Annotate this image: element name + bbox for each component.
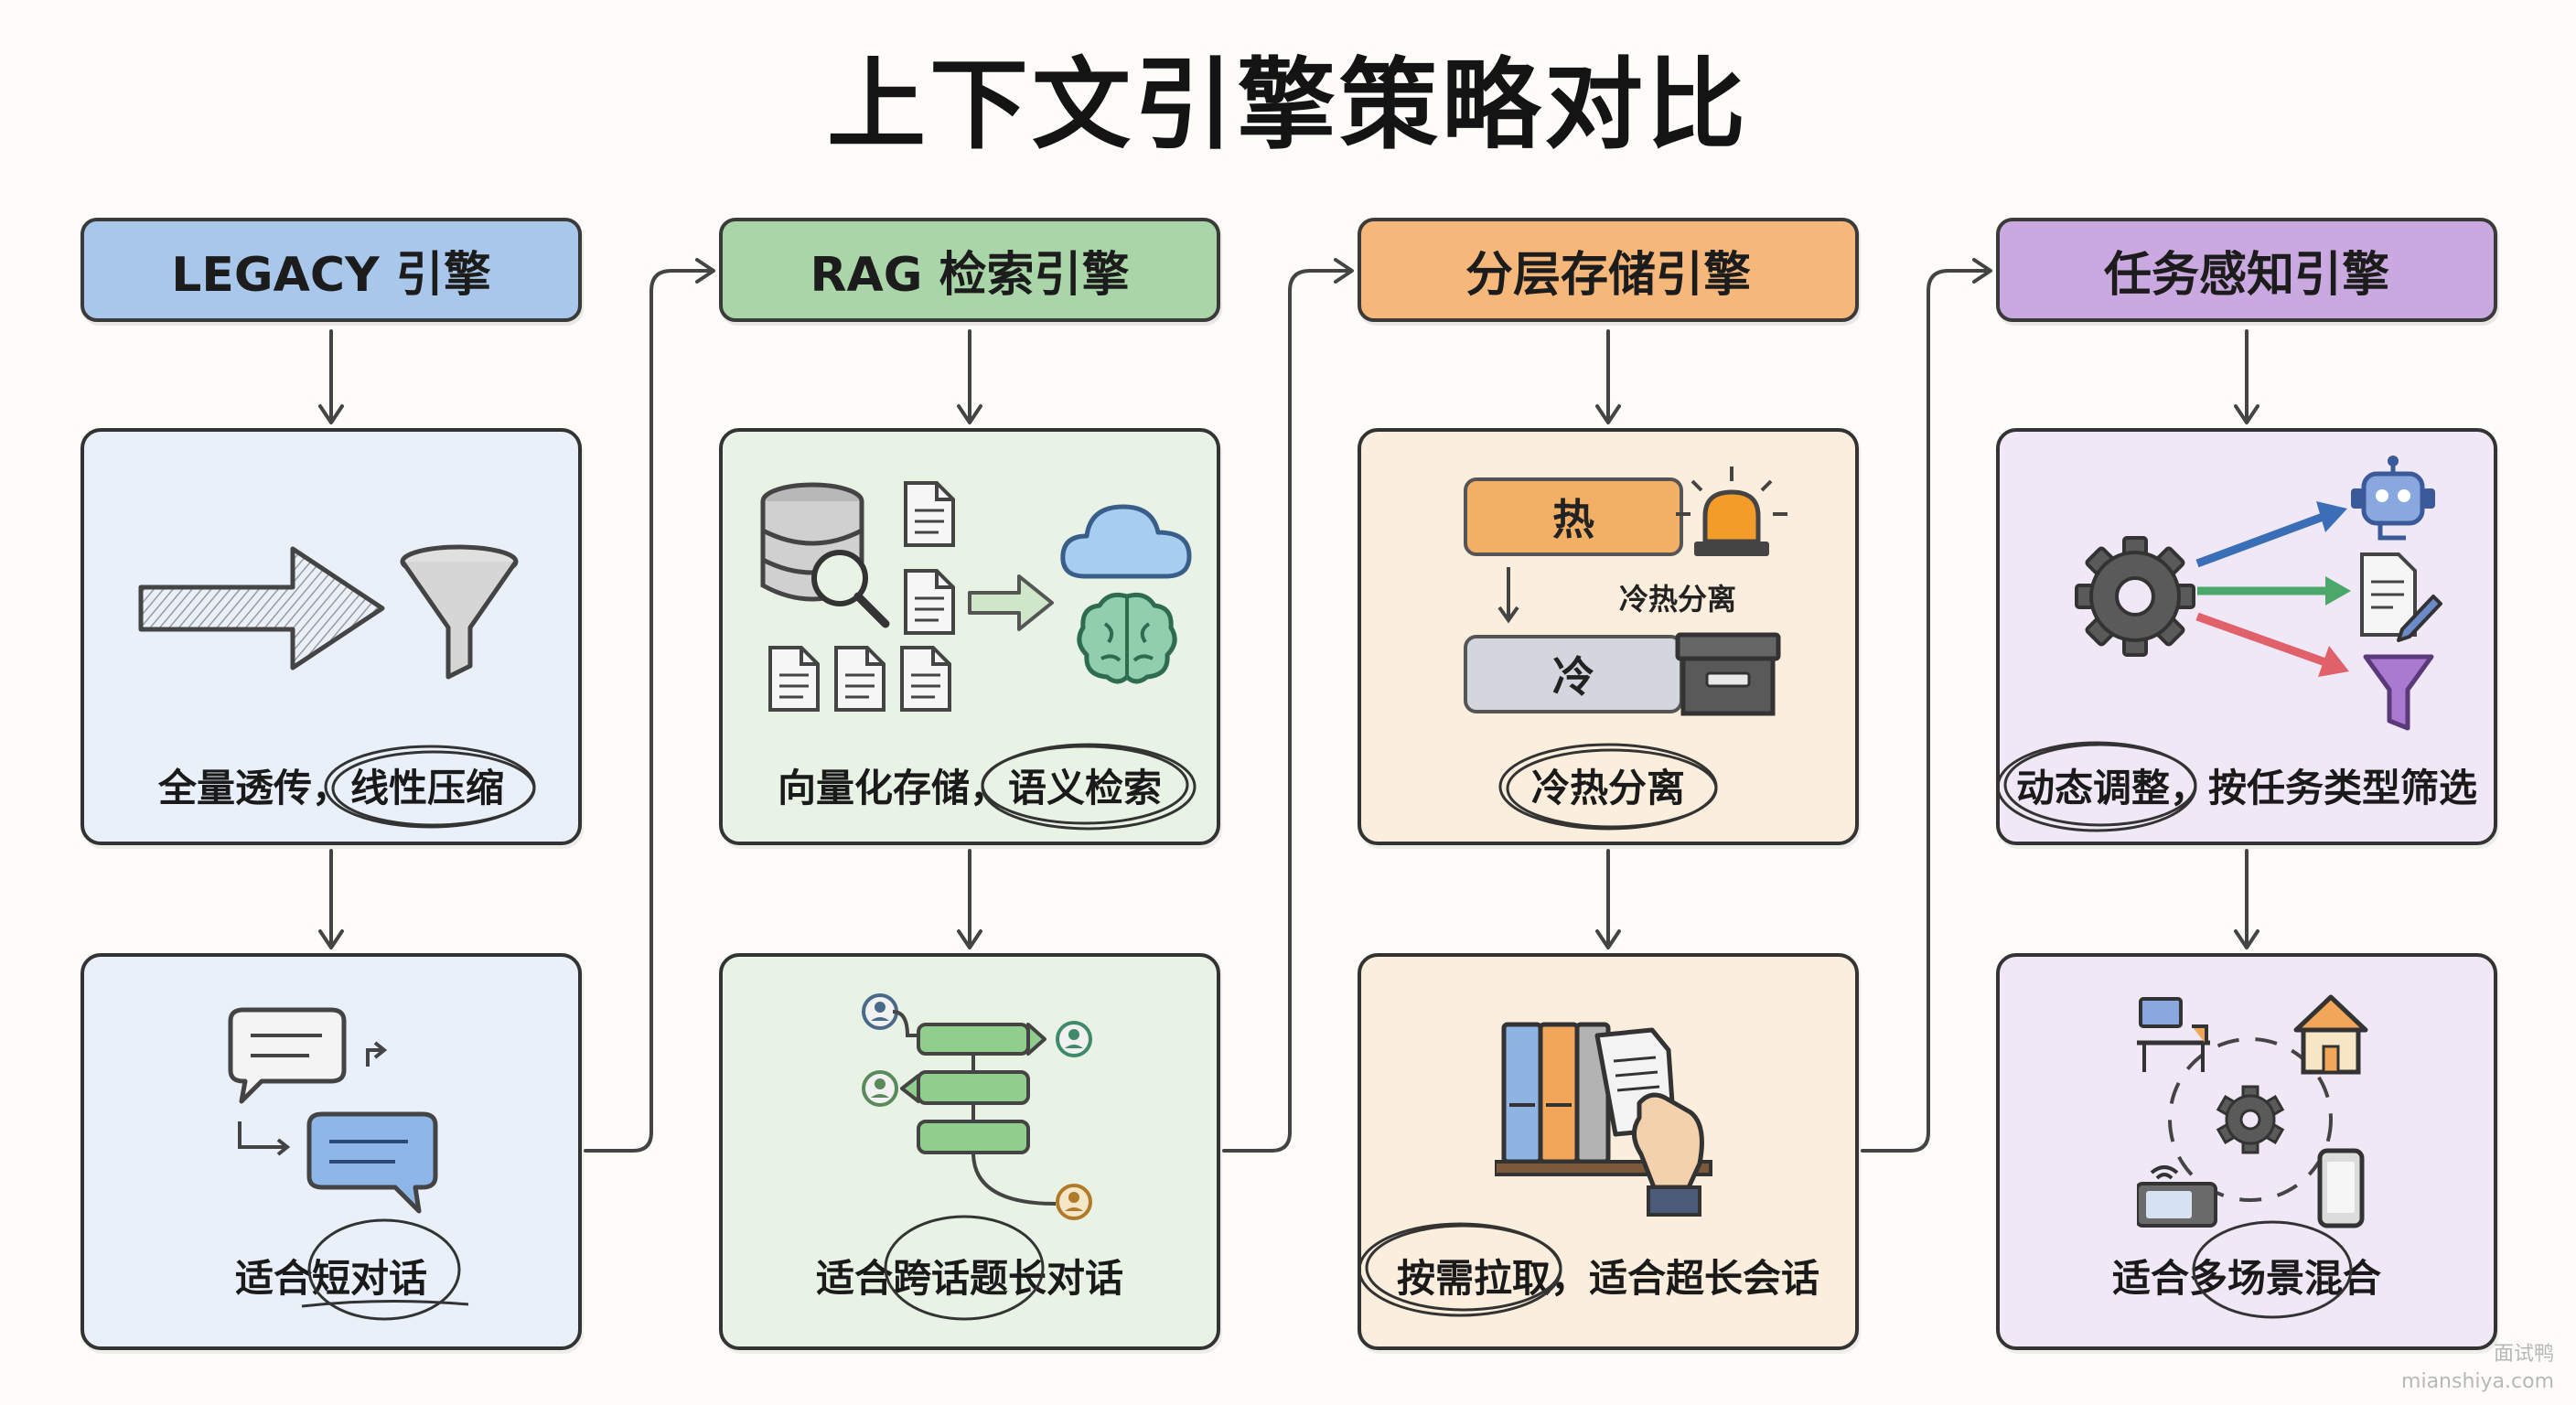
gear-icon bbox=[2075, 536, 2195, 657]
panel-rag-method: 向量化存储，语义检索 bbox=[719, 428, 1220, 845]
cold-tier: 冷 bbox=[1464, 635, 1683, 713]
funnel-icon bbox=[400, 544, 519, 680]
usecase-caption-legacy: 适合短对话 bbox=[234, 1256, 427, 1301]
usecase-caption-rag: 适合跨话题长对话 bbox=[815, 1256, 1123, 1301]
document-icon bbox=[768, 646, 820, 712]
hot-tier-label: 热 bbox=[1552, 495, 1594, 544]
header-task-label: 任务感知引擎 bbox=[2103, 247, 2389, 303]
watermark-line2: mianshiya.com bbox=[2401, 1370, 2554, 1393]
database-search-icon bbox=[760, 482, 890, 628]
document-icon bbox=[904, 481, 955, 547]
document-icon bbox=[904, 569, 955, 635]
panel-legacy-method: 全量透传，线性压缩 bbox=[80, 428, 582, 845]
header-legacy: LEGACY 引擎 bbox=[80, 218, 582, 322]
method-caption-legacy: 全量透传，线性压缩 bbox=[157, 766, 504, 810]
chat-bubbles-icon bbox=[228, 1007, 438, 1214]
topic-flow-icon bbox=[862, 993, 1092, 1220]
method-caption-task: 动态调整，按任务类型筛选 bbox=[2015, 766, 2477, 810]
document-icon bbox=[900, 646, 951, 712]
document-icon bbox=[834, 646, 886, 712]
multi-scene-icon bbox=[2137, 994, 2368, 1228]
panel-rag-usecase: 适合跨话题长对话 bbox=[719, 953, 1220, 1350]
watermark-line1: 面试鸭 bbox=[2493, 1343, 2554, 1366]
cold-tier-label: 冷 bbox=[1552, 652, 1594, 702]
header-rag-label: RAG 检索引擎 bbox=[810, 247, 1130, 303]
routing-arrows-icon bbox=[2195, 501, 2351, 677]
header-rag: RAG 检索引擎 bbox=[719, 218, 1220, 322]
panel-tiered-method: 热 冷热分离 冷 冷热分离 bbox=[1358, 428, 1859, 845]
page-title: 上下文引擎策略对比 bbox=[826, 48, 1749, 163]
robot-icon bbox=[2351, 456, 2435, 541]
arrow-icon bbox=[138, 546, 385, 670]
funnel-icon bbox=[2363, 654, 2434, 731]
method-caption-tiered: 冷热分离 bbox=[1530, 766, 1685, 810]
cloud-icon bbox=[1060, 504, 1192, 579]
usecase-caption-tiered: 按需拉取，适合超长会话 bbox=[1396, 1256, 1819, 1301]
watermark: 面试鸭 mianshiya.com bbox=[2401, 1341, 2554, 1396]
header-task: 任务感知引擎 bbox=[1996, 218, 2497, 322]
usecase-caption-task: 适合多场景混合 bbox=[2111, 1256, 2381, 1301]
method-caption-rag: 向量化存储，语义检索 bbox=[777, 766, 1162, 810]
arrow-down-icon bbox=[1497, 567, 1519, 624]
split-label: 冷热分离 bbox=[1619, 582, 1737, 617]
panel-legacy-usecase: 适合短对话 bbox=[80, 953, 582, 1350]
alarm-light-icon bbox=[1676, 467, 1787, 556]
document-edit-icon bbox=[2360, 552, 2442, 642]
panel-tiered-usecase: 按需拉取，适合超长会话 bbox=[1358, 953, 1859, 1350]
archive-box-icon bbox=[1675, 632, 1781, 716]
bookshelf-hand-icon bbox=[1495, 1022, 1712, 1217]
header-tiered-label: 分层存储引擎 bbox=[1465, 247, 1751, 303]
panel-task-method: 动态调整，按任务类型筛选 bbox=[1996, 428, 2497, 845]
panel-task-usecase: 适合多场景混合 bbox=[1996, 953, 2497, 1350]
header-tiered: 分层存储引擎 bbox=[1358, 218, 1859, 322]
hot-tier: 热 bbox=[1464, 477, 1683, 556]
arrow-right-icon bbox=[968, 574, 1054, 631]
header-legacy-label: LEGACY 引擎 bbox=[171, 247, 491, 303]
brain-icon bbox=[1077, 592, 1177, 684]
